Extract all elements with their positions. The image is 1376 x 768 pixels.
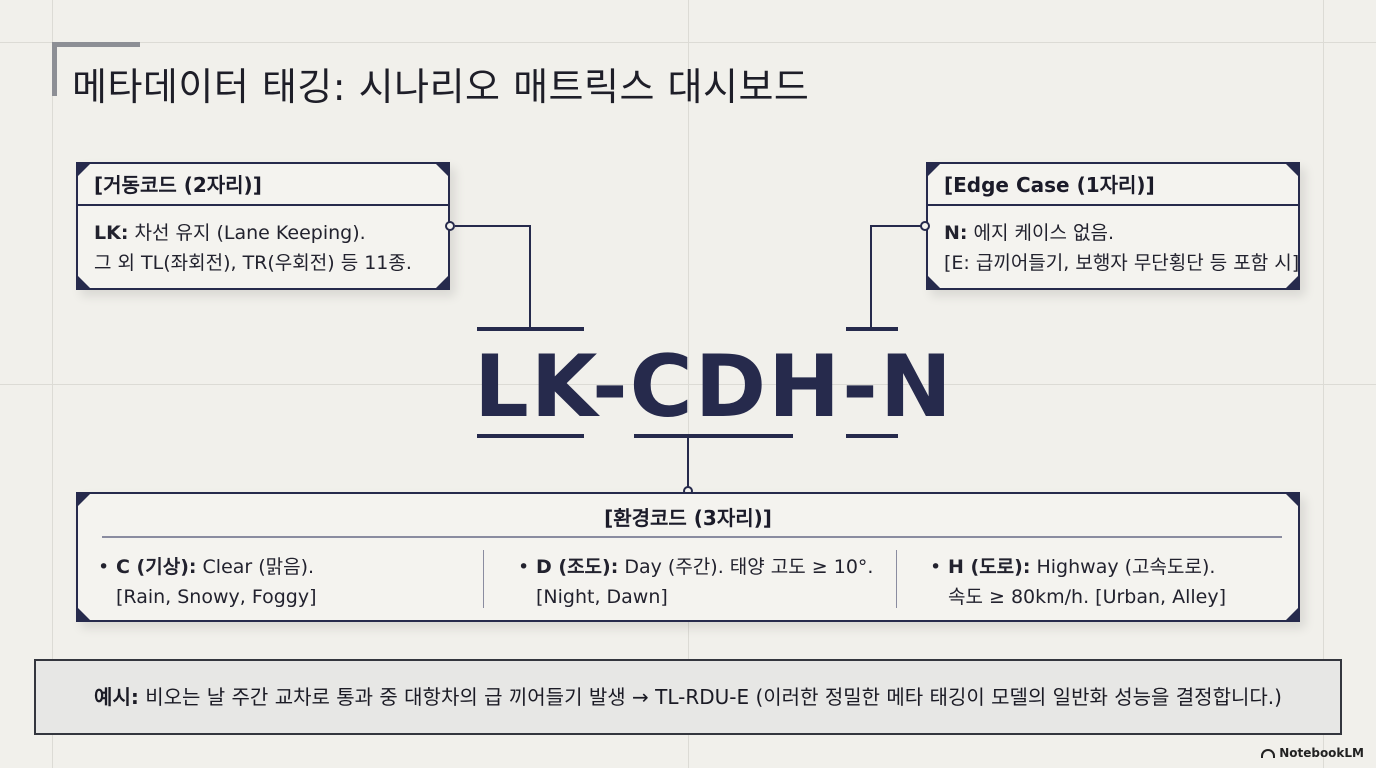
behavior-code-note: 그 외 TL(좌회전), TR(우회전) 등 11종.	[94, 252, 412, 274]
env-light-label: D (조도):	[536, 556, 619, 578]
notebooklm-logo-icon	[1261, 749, 1276, 758]
bar-bottom-cdh	[634, 434, 793, 438]
env-light-text: Day (주간). 태양 고도 ≥ 10°.	[618, 556, 874, 578]
grid-guide-v2	[688, 0, 689, 768]
grid-guide-v1	[52, 0, 53, 768]
env-light-options: [Night, Dawn]	[536, 586, 668, 608]
environment-code-box: [환경코드 (3자리)] • C (기상): Clear (맑음). [Rain,…	[76, 492, 1300, 622]
behavior-code-header: [거동코드 (2자리)]	[78, 164, 448, 206]
env-col-divider-1	[483, 550, 484, 608]
example-text: 비오는 날 주간 교차로 통과 중 대항차의 급 끼어들기 발생 → TL-RD…	[138, 685, 1282, 709]
env-weather-options: [Rain, Snowy, Foggy]	[116, 586, 317, 608]
bar-bottom-n	[846, 434, 898, 438]
edge-case-text: 에지 케이스 없음.	[967, 222, 1115, 244]
edge-case-body: N: 에지 케이스 없음. [E: 급끼어들기, 보행자 무단횡단 등 포함 시…	[944, 218, 1300, 278]
bar-bottom-lk	[477, 434, 584, 438]
environment-code-header: [환경코드 (3자리)]	[604, 506, 772, 530]
bullet: •	[930, 556, 942, 578]
connector-env-v	[687, 438, 689, 488]
behavior-code-label: LK:	[94, 222, 129, 244]
behavior-code-body: LK: 차선 유지 (Lane Keeping). 그 외 TL(좌회전), T…	[94, 218, 438, 278]
brand-name: NotebookLM	[1279, 746, 1364, 760]
env-col-light: • D (조도): Day (주간). 태양 고도 ≥ 10°. [Night, …	[518, 552, 873, 612]
env-weather-label: C (기상):	[116, 556, 197, 578]
env-col-weather: • C (기상): Clear (맑음). [Rain, Snowy, Foggy…	[98, 552, 316, 612]
connector-behavior-v	[529, 225, 531, 329]
env-road-text: Highway (고속도로).	[1030, 556, 1216, 578]
connector-behavior-dot	[445, 221, 455, 231]
env-road-label: H (도로):	[948, 556, 1031, 578]
edge-case-note: [E: 급끼어들기, 보행자 무단횡단 등 포함 시]	[944, 252, 1300, 274]
environment-divider	[102, 536, 1282, 538]
bar-top-lk	[477, 327, 584, 331]
env-col-divider-2	[896, 550, 897, 608]
edge-case-header: [Edge Case (1자리)]	[928, 164, 1298, 206]
connector-behavior-h	[455, 225, 531, 227]
example-banner: 예시: 비오는 날 주간 교차로 통과 중 대항차의 급 끼어들기 발생 → T…	[34, 659, 1342, 735]
page-title: 메타데이터 태깅: 시나리오 매트릭스 대시보드	[72, 65, 810, 109]
edge-case-label: N:	[944, 222, 968, 244]
example-label: 예시:	[94, 685, 139, 709]
scenario-code: LK-CDH-N	[474, 337, 954, 437]
edge-case-box: [Edge Case (1자리)] N: 에지 케이스 없음. [E: 급끼어들…	[926, 162, 1300, 290]
connector-edge-h	[871, 225, 923, 227]
behavior-code-box: [거동코드 (2자리)] LK: 차선 유지 (Lane Keeping). 그…	[76, 162, 450, 290]
connector-edge-v	[870, 225, 872, 329]
connector-edge-dot	[920, 221, 930, 231]
bar-top-n	[846, 327, 898, 331]
title-corner-bracket	[52, 42, 140, 96]
env-road-options: 속도 ≥ 80km/h. [Urban, Alley]	[948, 586, 1227, 608]
env-col-road: • H (도로): Highway (고속도로). 속도 ≥ 80km/h. [U…	[930, 552, 1226, 612]
bullet: •	[98, 556, 110, 578]
env-weather-text: Clear (맑음).	[196, 556, 315, 578]
grid-guide-v3	[1323, 0, 1324, 768]
brand-watermark: NotebookLM	[1261, 746, 1364, 760]
behavior-code-text: 차선 유지 (Lane Keeping).	[128, 222, 366, 244]
bullet: •	[518, 556, 530, 578]
